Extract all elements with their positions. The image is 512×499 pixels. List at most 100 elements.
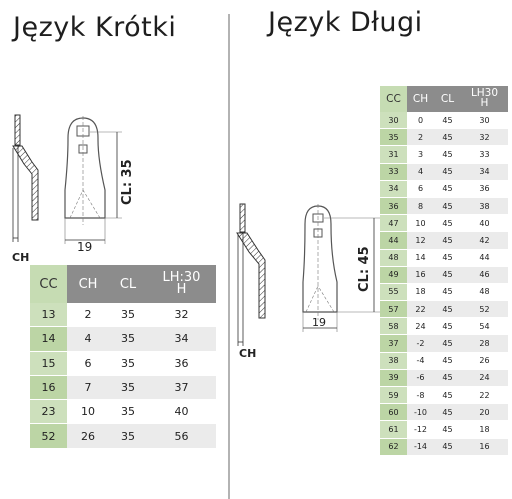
short-cell-cc: 16 <box>30 375 67 401</box>
long-cell-lh: 33 <box>461 145 508 164</box>
short-cell-ch: 2 <box>67 303 109 328</box>
long-cell-lh: 26 <box>461 352 508 370</box>
short-header-ch: CH <box>67 265 109 303</box>
long-cell-cl: 45 <box>434 420 461 439</box>
short-side-profile <box>12 114 39 242</box>
short-cell-lh: 56 <box>147 423 216 449</box>
long-cell-cl: 45 <box>434 334 461 353</box>
long-cell-lh: 52 <box>461 300 508 319</box>
long-cell-cc: 57 <box>380 300 407 319</box>
long-cell-cl: 45 <box>434 197 461 216</box>
short-header-lh-bottom: H <box>176 282 187 297</box>
short-cell-cc: 52 <box>30 423 67 449</box>
short-cell-ch: 10 <box>67 399 109 425</box>
long-cell-lh: 34 <box>461 163 508 181</box>
long-cell-cc: 44 <box>380 231 407 250</box>
long-cell-cc: 39 <box>380 369 407 388</box>
short-cell-ch: 4 <box>67 326 109 352</box>
short-cell-cl: 35 <box>109 423 147 449</box>
long-cell-cl: 45 <box>434 231 461 250</box>
long-cell-cc: 49 <box>380 266 407 284</box>
long-cell-ch: 3 <box>407 145 434 164</box>
long-cell-lh: 42 <box>461 231 508 250</box>
short-cell-cl: 35 <box>109 399 147 425</box>
long-cell-cc: 58 <box>380 317 407 336</box>
long-cell-ch: 22 <box>407 300 434 319</box>
short-cell-cl: 35 <box>109 303 147 328</box>
long-cell-ch: 12 <box>407 231 434 250</box>
long-cell-lh: 18 <box>461 420 508 439</box>
long-cell-ch: 2 <box>407 128 434 147</box>
long-ch-label: CH <box>239 347 256 360</box>
long-cell-lh: 24 <box>461 369 508 388</box>
long-cell-cl: 45 <box>434 128 461 147</box>
long-header-lh-bottom: H <box>480 97 489 109</box>
long-cam-drawing: CH CL: 45 19 <box>236 203 380 360</box>
short-cell-ch: 6 <box>67 351 109 376</box>
long-cell-ch: -10 <box>407 403 434 422</box>
long-cell-ch: 4 <box>407 163 434 181</box>
long-cell-cc: 47 <box>380 214 407 233</box>
long-cell-cl: 45 <box>434 283 461 302</box>
long-cell-lh: 30 <box>461 112 508 130</box>
short-cl-label: CL: 35 <box>120 159 135 205</box>
long-cell-cl: 45 <box>434 266 461 284</box>
long-cell-ch: -4 <box>407 352 434 370</box>
long-cell-cl: 45 <box>434 249 461 267</box>
short-cell-lh: 32 <box>147 303 216 328</box>
long-cell-lh: 36 <box>461 180 508 198</box>
long-header-lh-top: LH30 <box>470 87 499 100</box>
long-cell-lh: 54 <box>461 317 508 336</box>
long-cell-lh: 40 <box>461 214 508 233</box>
long-cell-lh: 48 <box>461 283 508 302</box>
long-cell-ch: 10 <box>407 214 434 233</box>
short-cell-cl: 35 <box>109 351 147 376</box>
long-header-ch: CH <box>407 86 434 112</box>
long-cell-cc: 30 <box>380 112 407 130</box>
long-cell-cl: 45 <box>434 300 461 319</box>
short-cell-lh: 37 <box>147 375 216 401</box>
long-header-cl: CL <box>434 86 461 112</box>
short-header-cc: CC <box>30 265 67 303</box>
section-divider <box>228 14 230 499</box>
long-cell-ch: 8 <box>407 197 434 216</box>
long-cell-cl: 45 <box>434 163 461 181</box>
long-cell-ch: -12 <box>407 420 434 439</box>
short-cell-cc: 14 <box>30 326 67 352</box>
long-cell-ch: 16 <box>407 266 434 284</box>
long-side-profile <box>236 203 266 346</box>
long-cl-label: CL: 45 <box>357 246 372 292</box>
short-cell-lh: 34 <box>147 326 216 352</box>
long-cell-lh: 16 <box>461 438 508 456</box>
long-cell-cl: 45 <box>434 352 461 370</box>
long-cell-lh: 38 <box>461 197 508 216</box>
long-cell-cl: 45 <box>434 386 461 405</box>
short-front-view <box>64 116 122 244</box>
long-cell-cc: 37 <box>380 334 407 353</box>
long-cell-ch: 24 <box>407 317 434 336</box>
long-cell-cc: 38 <box>380 352 407 370</box>
long-cell-cc: 60 <box>380 403 407 422</box>
short-cell-ch: 26 <box>67 423 109 449</box>
long-cell-cl: 45 <box>434 180 461 198</box>
long-cell-cl: 45 <box>434 317 461 336</box>
short-cell-cl: 35 <box>109 326 147 352</box>
